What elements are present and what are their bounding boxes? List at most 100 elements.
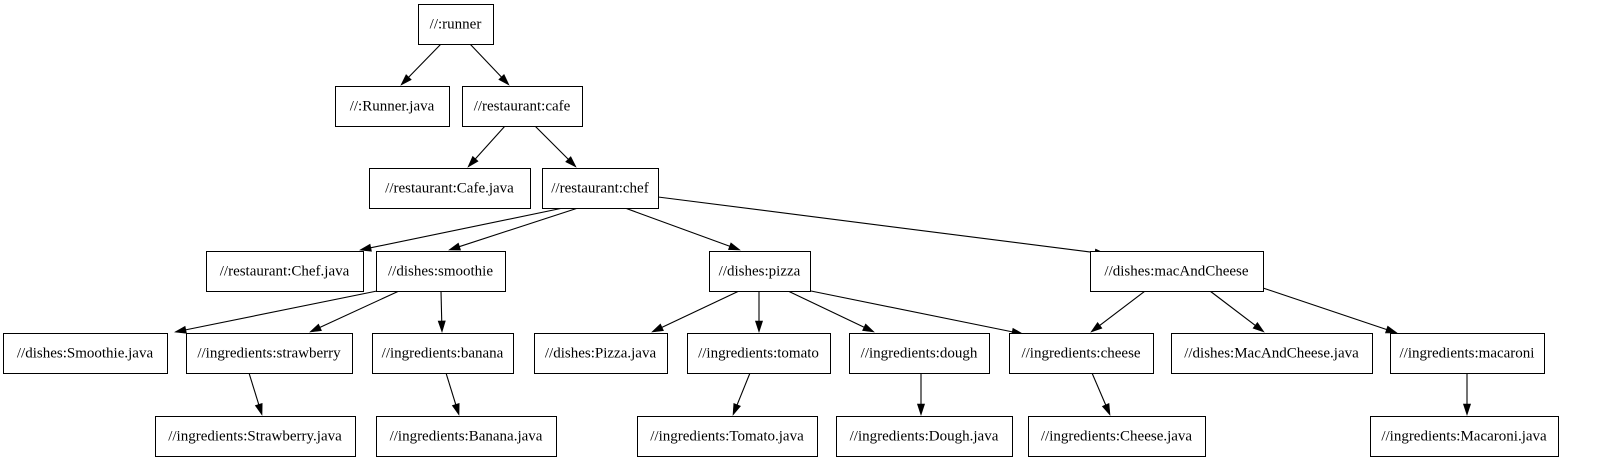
node-box[interactable] xyxy=(418,4,494,45)
edge-restaurant_chef-to-dishes_macandch xyxy=(657,196,1107,257)
node-box[interactable] xyxy=(335,86,450,127)
edge-line xyxy=(660,290,740,329)
edge-dishes_smoothie-to-ing_banana xyxy=(437,290,446,333)
graph-node-restaurant_chef[interactable]: //restaurant:chef xyxy=(542,168,659,209)
graph-node-dishes_macandch[interactable]: //dishes:macAndCheese xyxy=(1090,251,1264,292)
edge-line xyxy=(473,125,506,161)
graph-node-chef_java[interactable]: //restaurant:Chef.java xyxy=(206,251,364,292)
arrowhead-icon xyxy=(728,242,741,251)
node-label: //ingredients:Strawberry.java xyxy=(168,428,342,444)
edge-line xyxy=(369,207,564,249)
edge-restaurant_chef-to-chef_java xyxy=(359,207,564,252)
node-label: //ingredients:banana xyxy=(382,345,504,361)
node-box[interactable] xyxy=(1009,333,1154,374)
arrowhead-icon xyxy=(498,74,510,86)
graph-node-restaurant_cafe[interactable]: //restaurant:cafe xyxy=(462,86,583,127)
node-box[interactable] xyxy=(369,168,531,209)
edge-line xyxy=(440,290,443,323)
edge-dishes_pizza-to-pizza_java xyxy=(651,290,740,333)
node-box[interactable] xyxy=(1390,333,1545,374)
node-box[interactable] xyxy=(376,251,506,292)
graph-node-ing_macaroni[interactable]: //ingredients:macaroni xyxy=(1390,333,1545,374)
graph-node-runner[interactable]: //:runner xyxy=(418,4,494,45)
arrowhead-icon xyxy=(448,242,461,251)
arrowhead-icon xyxy=(437,320,446,333)
arrowhead-icon xyxy=(359,243,372,252)
node-box[interactable] xyxy=(372,333,514,374)
node-box[interactable] xyxy=(849,333,990,374)
node-box[interactable] xyxy=(376,416,557,457)
node-label: //dishes:pizza xyxy=(719,263,801,279)
graph-node-pizza_java[interactable]: //dishes:Pizza.java xyxy=(534,333,668,374)
nodes-layer: //:runner //:Runner.java //restaurant:cafe… xyxy=(3,4,1559,457)
node-box[interactable] xyxy=(637,416,818,457)
edge-restaurant_chef-to-dishes_pizza xyxy=(624,207,741,251)
graph-node-dishes_pizza[interactable]: //dishes:pizza xyxy=(709,251,811,292)
graph-node-ing_cheese[interactable]: //ingredients:cheese xyxy=(1009,333,1154,374)
node-label: //ingredients:Cheese.java xyxy=(1041,428,1193,444)
arrowhead-icon xyxy=(565,156,577,168)
arrowhead-icon xyxy=(862,323,875,333)
node-label: //ingredients:macaroni xyxy=(1400,345,1535,361)
node-box[interactable] xyxy=(3,333,168,374)
graph-node-strawberry_java[interactable]: //ingredients:Strawberry.java xyxy=(155,416,356,457)
arrowhead-icon xyxy=(1385,325,1398,334)
node-label: //dishes:Smoothie.java xyxy=(17,345,154,361)
edge-line xyxy=(407,43,442,79)
node-label: //dishes:smoothie xyxy=(388,263,493,279)
node-box[interactable] xyxy=(1090,251,1264,292)
node-box[interactable] xyxy=(709,251,811,292)
arrowhead-icon xyxy=(754,320,764,333)
graph-node-ing_strawberry[interactable]: //ingredients:strawberry xyxy=(186,333,353,374)
node-box[interactable] xyxy=(542,168,659,209)
node-label: //restaurant:Chef.java xyxy=(220,263,350,279)
arrowhead-icon xyxy=(916,403,926,416)
edge-dishes_smoothie-to-smoothie_java xyxy=(174,290,378,334)
node-box[interactable] xyxy=(687,333,831,374)
graph-node-runner_java[interactable]: //:Runner.java xyxy=(335,86,450,127)
graph-node-ing_banana[interactable]: //ingredients:banana xyxy=(372,333,514,374)
graph-node-macandcheese_java[interactable]: //dishes:MacAndCheese.java xyxy=(1171,333,1373,374)
edge-line xyxy=(184,290,378,331)
edge-line xyxy=(1091,372,1107,407)
node-box[interactable] xyxy=(206,251,364,292)
edge-ing_banana-to-banana_java xyxy=(445,372,460,416)
edge-dishes_pizza-to-ing_tomato xyxy=(754,291,764,333)
edge-line xyxy=(624,207,732,248)
edge-line xyxy=(445,372,457,407)
graph-node-ing_dough[interactable]: //ingredients:dough xyxy=(849,333,990,374)
node-box[interactable] xyxy=(1171,333,1373,374)
node-label: //ingredients:tomato xyxy=(698,345,819,361)
edge-line xyxy=(534,125,570,161)
node-label: //restaurant:cafe xyxy=(474,98,571,114)
node-box[interactable] xyxy=(155,416,356,457)
node-box[interactable] xyxy=(186,333,353,374)
edge-dishes_pizza-to-ing_dough xyxy=(787,290,875,333)
node-box[interactable] xyxy=(836,416,1013,457)
arrowhead-icon xyxy=(174,325,187,334)
graph-node-banana_java[interactable]: //ingredients:Banana.java xyxy=(376,416,557,457)
graph-node-cheese_java[interactable]: //ingredients:Cheese.java xyxy=(1028,416,1206,457)
edge-line xyxy=(810,290,1014,333)
graph-node-tomato_java[interactable]: //ingredients:Tomato.java xyxy=(637,416,818,457)
node-label: //ingredients:cheese xyxy=(1021,345,1140,361)
edge-line xyxy=(1262,287,1389,331)
graph-node-ing_tomato[interactable]: //ingredients:tomato xyxy=(687,333,831,374)
node-label: //dishes:MacAndCheese.java xyxy=(1184,345,1359,361)
graph-node-dishes_smoothie[interactable]: //dishes:smoothie xyxy=(376,251,506,292)
node-label: //restaurant:Cafe.java xyxy=(385,180,514,196)
arrowhead-icon xyxy=(309,323,322,333)
node-box[interactable] xyxy=(534,333,668,374)
graph-node-macaroni_java[interactable]: //ingredients:Macaroni.java xyxy=(1370,416,1559,457)
graph-node-smoothie_java[interactable]: //dishes:Smoothie.java xyxy=(3,333,168,374)
arrowhead-icon xyxy=(1101,403,1111,416)
edge-restaurant_chef-to-dishes_smoothie xyxy=(448,207,579,251)
node-box[interactable] xyxy=(1370,416,1559,457)
graph-node-dough_java[interactable]: //ingredients:Dough.java xyxy=(836,416,1013,457)
graph-node-cafe_java[interactable]: //restaurant:Cafe.java xyxy=(369,168,531,209)
arrowhead-icon xyxy=(651,323,664,333)
node-box[interactable] xyxy=(462,86,583,127)
node-label: //ingredients:dough xyxy=(861,345,978,361)
node-box[interactable] xyxy=(1028,416,1206,457)
